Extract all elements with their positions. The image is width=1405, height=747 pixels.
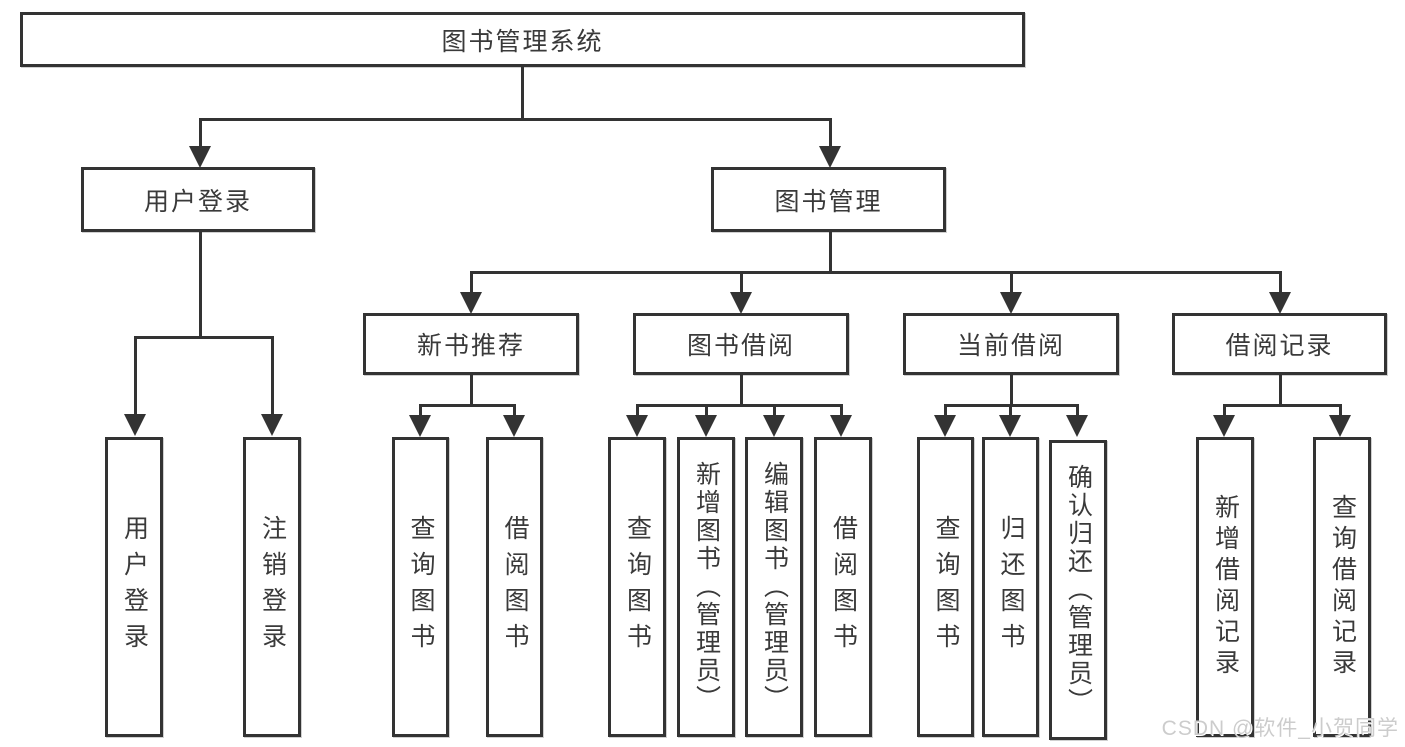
arrow-down-icon <box>189 146 211 168</box>
connector-line <box>199 232 202 339</box>
arrow-down-icon <box>763 415 785 437</box>
node-leaf-add-book-admin: 新增图书（管理员） <box>677 437 735 737</box>
node-leaf-logout: 注销登录 <box>243 437 301 737</box>
csdn-watermark: CSDN @软件_小贺同学 <box>1161 717 1399 740</box>
leaf-label: 查询图书 <box>407 515 435 659</box>
connector-line <box>705 404 708 416</box>
leaf-label: 新增图书（管理员） <box>692 461 721 713</box>
connector-line <box>134 336 137 415</box>
node-borrow-record: 借阅记录 <box>1172 313 1387 375</box>
node-root-label: 图书管理系统 <box>441 27 604 56</box>
arrow-down-icon <box>460 292 482 314</box>
connector-line <box>513 404 516 416</box>
connector-line <box>840 404 843 416</box>
arrow-down-icon <box>1329 415 1351 437</box>
connector-line <box>1279 271 1282 294</box>
leaf-label: 注销登录 <box>258 515 287 659</box>
leaf-label: 新增借阅记录 <box>1211 494 1240 680</box>
leaf-label: 查询图书 <box>932 515 960 659</box>
leaf-label: 编辑图书（管理员） <box>760 461 789 713</box>
connector-line <box>1223 404 1342 407</box>
node-leaf-borrow-book-1: 借阅图书 <box>486 437 543 737</box>
arrow-down-icon <box>1269 292 1291 314</box>
connector-line <box>470 271 1282 274</box>
node-label: 当前借阅 <box>956 332 1065 360</box>
leaf-label: 确认归还（管理员） <box>1064 464 1093 716</box>
leaf-label: 用户登录 <box>120 515 149 659</box>
connector-line <box>636 404 843 407</box>
leaf-label: 归还图书 <box>997 515 1025 659</box>
connector-line <box>773 404 776 416</box>
node-leaf-confirm-return-admin: 确认归还（管理员） <box>1049 440 1107 740</box>
arrow-down-icon <box>1066 415 1088 437</box>
arrow-down-icon <box>999 415 1021 437</box>
connector-line <box>1223 404 1226 416</box>
connector-line <box>829 232 832 274</box>
arrow-down-icon <box>124 414 146 436</box>
connector-line <box>470 375 473 407</box>
leaf-label: 查询借阅记录 <box>1328 494 1357 680</box>
node-leaf-return-book: 归还图书 <box>982 437 1039 737</box>
arrow-down-icon <box>730 292 752 314</box>
node-leaf-query-book-1: 查询图书 <box>392 437 449 737</box>
connector-line <box>1279 375 1282 407</box>
arrow-down-icon <box>626 415 648 437</box>
arrow-down-icon <box>819 146 841 168</box>
arrow-down-icon <box>695 415 717 437</box>
connector-line <box>1009 404 1012 416</box>
node-label: 借阅记录 <box>1225 332 1334 360</box>
connector-line <box>740 375 743 407</box>
arrow-down-icon <box>261 414 283 436</box>
connector-line <box>419 404 422 416</box>
connector-line <box>829 118 832 147</box>
node-user-login: 用户登录 <box>81 167 315 232</box>
leaf-label: 借阅图书 <box>829 515 858 659</box>
node-leaf-query-book-3: 查询图书 <box>917 437 974 737</box>
arrow-down-icon <box>934 415 956 437</box>
connector-line <box>1076 404 1079 416</box>
leaf-label: 查询图书 <box>623 515 652 659</box>
node-current-borrow: 当前借阅 <box>903 313 1119 375</box>
node-leaf-user-login: 用户登录 <box>105 437 163 737</box>
node-book-borrow: 图书借阅 <box>633 313 849 375</box>
connector-line <box>1010 271 1013 294</box>
connector-line <box>1339 404 1342 416</box>
node-label: 新书推荐 <box>416 332 525 360</box>
arrow-down-icon <box>503 415 525 437</box>
connector-line <box>944 404 947 416</box>
node-new-book-recommend: 新书推荐 <box>363 313 579 375</box>
connector-line <box>521 67 524 120</box>
connector-line <box>271 336 274 415</box>
connector-line <box>470 271 473 294</box>
connector-line <box>134 336 274 339</box>
node-label: 图书借阅 <box>686 332 795 360</box>
node-root: 图书管理系统 <box>20 12 1025 67</box>
node-label: 图书管理 <box>774 187 883 216</box>
connector-line <box>740 271 743 294</box>
node-leaf-query-borrow-record: 查询借阅记录 <box>1313 437 1371 737</box>
arrow-down-icon <box>1213 415 1235 437</box>
node-leaf-edit-book-admin: 编辑图书（管理员） <box>745 437 803 737</box>
arrow-down-icon <box>830 415 852 437</box>
arrow-down-icon <box>409 415 431 437</box>
node-leaf-query-book-2: 查询图书 <box>608 437 666 737</box>
node-leaf-add-borrow-record: 新增借阅记录 <box>1196 437 1254 737</box>
node-leaf-borrow-book-2: 借阅图书 <box>814 437 872 737</box>
node-label: 用户登录 <box>143 187 252 216</box>
arrow-down-icon <box>1000 292 1022 314</box>
connector-line <box>636 404 639 416</box>
leaf-label: 借阅图书 <box>501 515 529 659</box>
node-book-management: 图书管理 <box>711 167 946 232</box>
connector-line <box>199 118 202 147</box>
connector-line <box>1010 375 1013 407</box>
connector-line <box>419 404 516 407</box>
connector-line <box>199 118 831 121</box>
